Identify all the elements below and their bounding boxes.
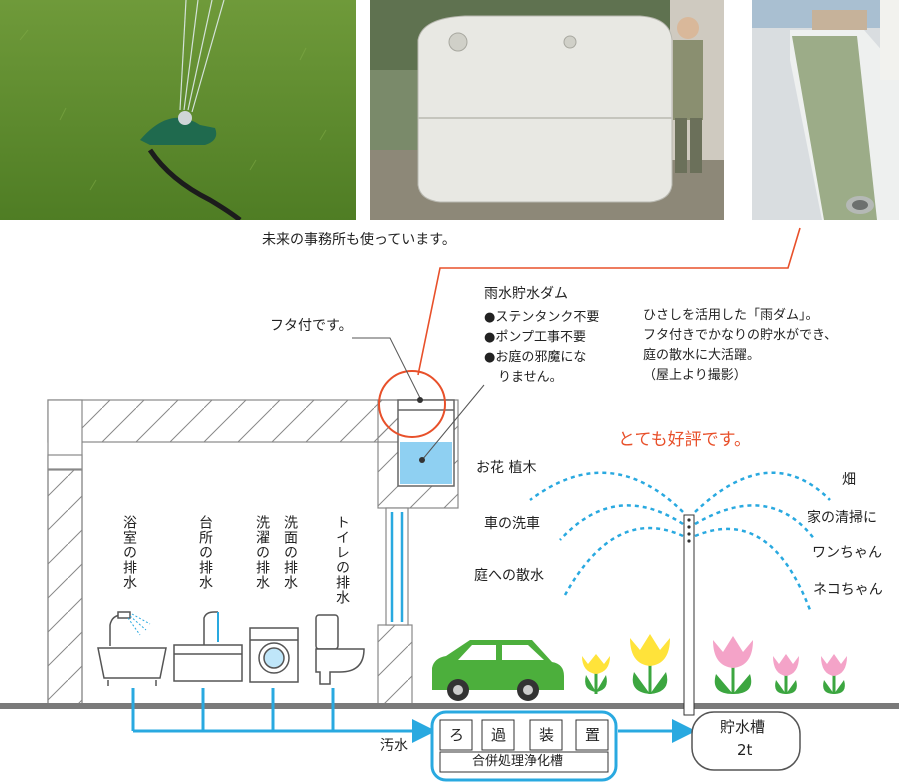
tank-image xyxy=(370,0,724,220)
tulip-pink-small-1 xyxy=(773,654,799,694)
eaves-note-2: フタ付きでかなりの貯水ができ、 xyxy=(643,328,838,343)
septic-tank-label: 合併処理浄化槽 xyxy=(472,754,564,769)
office-caption: 未来の事務所も使っています。 xyxy=(262,232,456,248)
storage-tank-capacity: 2t xyxy=(737,741,753,759)
rooftop-dam-photo xyxy=(752,0,899,220)
drain-label-washbasin: 洗面の排水 xyxy=(282,515,298,590)
dam-point-2: ●ポンプ工事不要 xyxy=(484,330,586,345)
washing-machine-icon xyxy=(249,627,299,683)
rooftop-image xyxy=(752,0,899,220)
drain-label-toilet: トイレの排水 xyxy=(334,515,350,605)
tulip-yellow-large xyxy=(630,634,670,694)
bathtub-icon xyxy=(97,611,167,686)
drain-label-laundry: 洗濯の排水 xyxy=(254,515,270,590)
tulip-yellow-small xyxy=(582,654,610,694)
use-garden-water: 庭への散水 xyxy=(474,568,544,584)
storage-tank-name: 貯水槽 xyxy=(720,718,766,736)
storage-tank-shape xyxy=(691,711,801,771)
filter-char-2: 過 xyxy=(491,726,507,744)
use-car-wash: 車の洗車 xyxy=(484,516,540,532)
popular-text: とても好評です。 xyxy=(618,430,751,450)
toilet-icon xyxy=(315,614,365,685)
rain-dam-water xyxy=(400,442,452,484)
sewage-label: 汚水 xyxy=(380,738,408,754)
eaves-note-3: 庭の散水に大活躍。 xyxy=(643,348,761,363)
use-cleaning: 家の清掃に xyxy=(807,510,877,526)
downpipe xyxy=(390,512,404,622)
sprinkler-image xyxy=(0,0,356,220)
tulip-pink-small-2 xyxy=(821,654,847,694)
sprinkler-pole xyxy=(683,514,695,716)
water-spray-arcs xyxy=(529,471,831,611)
eaves-note-4: （屋上より撮影） xyxy=(643,368,747,383)
use-dogs: ワンちゃん xyxy=(812,545,882,561)
filter-char-4: 置 xyxy=(585,726,601,744)
use-field: 畑 xyxy=(842,472,856,488)
dam-leader xyxy=(421,384,485,461)
ground-line xyxy=(0,703,899,709)
kitchen-sink-icon xyxy=(173,611,243,682)
lid-highlight-circle xyxy=(378,370,446,438)
drain-pipes xyxy=(131,688,696,743)
septic-tank-shape xyxy=(430,710,618,782)
photo-leader-line xyxy=(417,227,801,376)
lid-leader xyxy=(352,337,421,399)
tulip-pink-large xyxy=(713,636,753,694)
tank-photo xyxy=(370,0,724,220)
eaves-note-1: ひさしを活用した「雨ダム」。 xyxy=(643,308,819,323)
dam-title: 雨水貯水ダム xyxy=(484,286,568,302)
dam-point-4: りません。 xyxy=(498,370,563,385)
filter-char-1: ろ xyxy=(449,726,465,744)
sprinkler-photo xyxy=(0,0,356,220)
filter-char-3: 装 xyxy=(539,726,555,744)
car-icon xyxy=(432,640,564,701)
use-cats: ネコちゃん xyxy=(813,582,883,598)
use-flowers: お花 植木 xyxy=(476,460,537,476)
dam-point-1: ●ステンタンク不要 xyxy=(484,310,600,325)
dam-point-3: ●お庭の邪魔にな xyxy=(484,350,587,365)
lid-label: フタ付です。 xyxy=(270,318,353,334)
drain-label-kitchen: 台所の排水 xyxy=(197,515,213,590)
drain-label-bath: 浴室の排水 xyxy=(121,515,137,590)
